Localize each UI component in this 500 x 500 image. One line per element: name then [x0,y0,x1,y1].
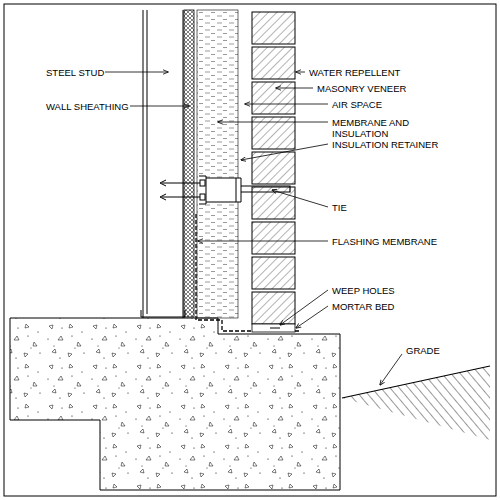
brick [252,47,295,79]
callout-label: FLASHING MEMBRANE [331,236,438,247]
callout-label: WATER REPELLENT [308,67,401,78]
callout-label: WALL SHEATHING [45,101,130,112]
masonry-veneer [252,12,295,324]
callout-label: STEEL STUD [45,67,105,78]
flashing-membrane [196,214,300,331]
callout-label: WEEP HOLES [331,285,396,296]
wall-sheathing [184,10,194,317]
insulation-board [197,10,238,318]
callout-label: AIR SPACE [331,99,383,110]
earth-hatch [342,366,490,440]
fastener [160,180,200,200]
concrete-foundation [10,318,340,490]
brick [252,12,295,44]
callout-label: MEMBRANE AND INSULATION [331,117,411,139]
callout-label: MASONRY VENEER [316,83,407,94]
grade-line [342,366,490,398]
brick [252,222,295,254]
callout-label: MORTAR BED [331,301,395,312]
callout-label: GRADE [405,345,441,356]
sheet-frame [4,4,496,496]
callout-label: INSULATION RETAINER [331,139,439,150]
insulation-retainer [199,176,241,204]
callout-label: TIE [331,202,348,213]
steel-stud [141,10,185,318]
mortar-bed [252,324,295,332]
brick [252,257,295,289]
brick-tie [241,186,290,192]
brick [252,82,295,114]
weep-hole [270,328,280,329]
